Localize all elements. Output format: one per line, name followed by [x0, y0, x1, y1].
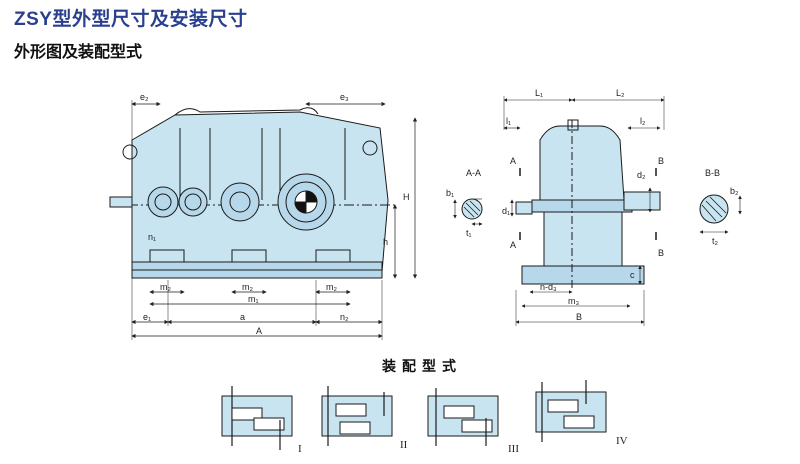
label-n2: n₂ — [340, 312, 349, 322]
section-bb-title: B-B — [705, 168, 720, 178]
side-housing — [539, 125, 625, 201]
side-view — [503, 96, 665, 326]
label-B-bottom: B — [658, 248, 664, 258]
label-B: B — [576, 312, 582, 322]
label-m2-c: m₂ — [326, 282, 337, 292]
label-m2-a: m₂ — [160, 282, 171, 292]
label-L1: L₁ — [535, 88, 543, 98]
label-L2: L₂ — [616, 88, 625, 98]
assembly-title: 装配型式 — [382, 358, 462, 374]
label-c: c — [630, 270, 635, 280]
assembly-label-1: I — [298, 443, 302, 455]
label-l2: l₂ — [640, 116, 646, 126]
label-l1: l₁ — [506, 116, 511, 126]
page-title: ZSY型外型尺寸及安装尺寸 — [14, 9, 248, 30]
label-A-top: A — [510, 156, 516, 166]
label-t2: t₂ — [712, 236, 719, 246]
label-A: A — [256, 326, 262, 336]
label-a: a — [240, 312, 245, 322]
assembly-type-4 — [535, 380, 607, 442]
front-view — [109, 100, 418, 340]
label-A-bottom: A — [510, 240, 516, 250]
label-e1: e₁ — [143, 312, 151, 322]
label-h: h — [383, 237, 388, 247]
assembly-label-3: III — [508, 443, 519, 455]
label-H: H — [403, 192, 410, 202]
section-aa-title: A-A — [466, 168, 481, 178]
label-t1: t₁ — [466, 228, 472, 238]
label-m2-b: m₂ — [242, 282, 253, 292]
label-n-d3: n-d₃ — [540, 282, 557, 292]
assembly-label-4: IV — [616, 435, 628, 447]
shaft-boss-2 — [178, 187, 208, 217]
assembly-type-1 — [221, 386, 293, 450]
assembly-type-3 — [427, 388, 499, 446]
label-n1: n₁ — [148, 232, 156, 242]
label-d2: d₂ — [637, 170, 646, 180]
label-b1: b₁ — [446, 188, 454, 198]
label-m1: m₁ — [248, 294, 259, 304]
shaft-boss-3 — [220, 182, 260, 222]
label-d1: d₁ — [502, 206, 510, 216]
assembly-type-2 — [321, 386, 393, 446]
page-subtitle: 外形图及装配型式 — [14, 44, 143, 61]
shaft-boss-1 — [147, 186, 179, 218]
label-e2: e₂ — [140, 92, 149, 102]
label-e3: e₃ — [340, 92, 349, 102]
section-bb — [699, 194, 742, 234]
label-b2: b₂ — [730, 186, 739, 196]
label-m3: m₃ — [568, 296, 579, 306]
label-B-top: B — [658, 156, 664, 166]
assembly-label-2: II — [400, 439, 408, 451]
section-aa — [453, 198, 483, 226]
